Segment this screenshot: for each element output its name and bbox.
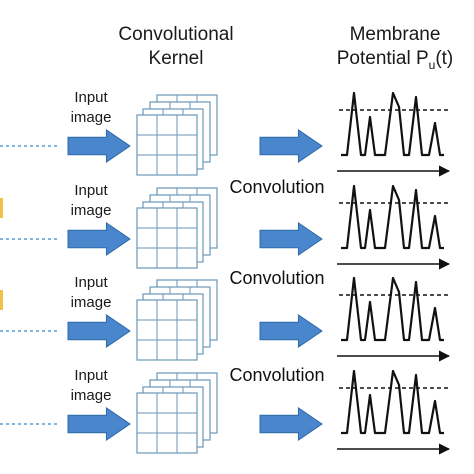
rows-group: InputimageInputimageConvolutionInputimag… [0,89,451,455]
output-arrow [259,407,323,441]
kernel-grid-layer [136,207,198,269]
kernel-stack [136,187,218,269]
convolution-label: Convolution [229,268,324,288]
kernel-grid-layer [136,392,198,454]
input-arrow [67,314,131,348]
input-label-line1: Input [74,367,108,384]
membrane-header-line2: Potential Pu(t) [337,48,454,72]
membrane-signal [337,184,451,270]
output-arrow [259,314,323,348]
convolution-label: Convolution [229,365,324,385]
left-edge-accent [0,198,3,218]
left-edge-accent [0,290,3,310]
diagram-row: Input image Convolution [0,365,451,455]
membrane-header-suffix: (t) [435,48,453,69]
spike-trace [341,91,444,157]
spike-trace [341,184,444,250]
output-arrow [259,129,323,163]
input-arrow [67,129,131,163]
spike-trace [341,276,444,342]
kernel-stack [136,279,218,361]
input-label-line1: Input [74,274,108,291]
kernel-grid-layer [136,114,198,176]
output-arrow [259,222,323,256]
membrane-signal [337,91,451,177]
membrane-signal [337,276,451,362]
membrane-header-subscript: u [429,58,436,72]
diagram-row: Input image Convolution [0,268,451,362]
input-label-line2: image [71,294,112,311]
kernel-grid-layer [136,299,198,361]
membrane-header-prefix: Potential P [337,48,429,69]
input-label-line1: Input [74,182,108,199]
input-label-line2: image [71,202,112,219]
convolution-label: Convolution [229,177,324,197]
input-label-line2: image [71,387,112,404]
membrane-signal [337,369,451,455]
kernel-stack [136,372,218,454]
input-label-line1: Input [74,89,108,106]
input-arrow [67,407,131,441]
diagram-row: Input image Convolution [0,177,451,270]
membrane-header-line1: Membrane [350,24,441,45]
input-arrow [67,222,131,256]
kernel-stack [136,94,218,176]
kernel-header-line2: Kernel [149,48,204,69]
input-label-line2: image [71,109,112,126]
spike-trace [341,369,444,435]
diagram-row: Input image [0,89,451,177]
kernel-header-line1: Convolutional [118,24,233,45]
